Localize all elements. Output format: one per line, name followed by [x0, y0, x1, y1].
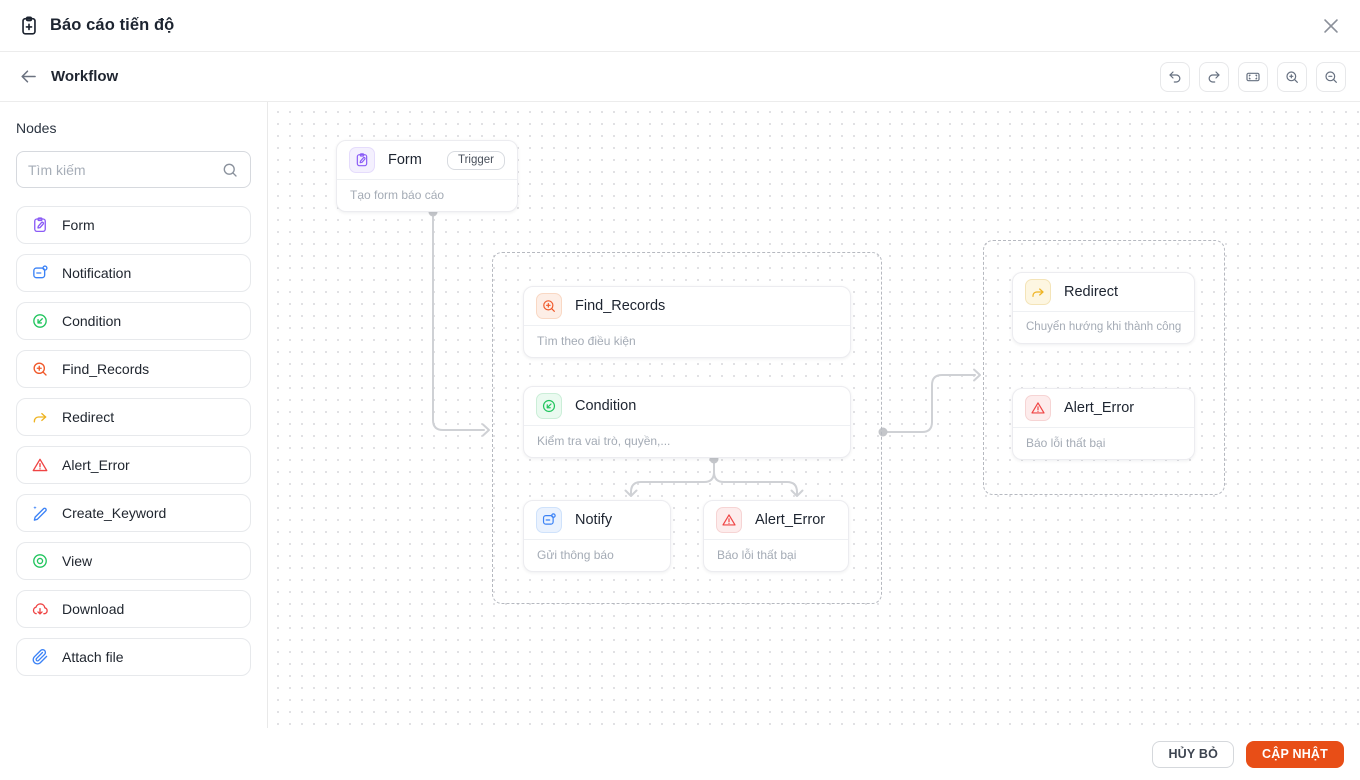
condition-icon [536, 393, 562, 419]
view-icon [31, 552, 49, 570]
find-records-icon [536, 293, 562, 319]
trigger-badge: Trigger [447, 150, 505, 170]
create-keyword-icon [31, 504, 49, 522]
node-find-records[interactable]: Find_Records Tìm theo điều kiện [523, 286, 851, 358]
zoom-in-icon [1284, 69, 1300, 85]
search-input[interactable] [28, 161, 221, 178]
notification-icon [31, 264, 49, 282]
alert-error-icon [31, 456, 49, 474]
redo-button[interactable] [1199, 61, 1229, 92]
undo-icon [1167, 69, 1183, 85]
sidebar-item-alert-error[interactable]: Alert_Error [16, 446, 251, 484]
cancel-button[interactable]: HỦY BỎ [1152, 740, 1235, 768]
fit-view-icon [1245, 69, 1261, 85]
fit-view-button[interactable] [1238, 61, 1268, 92]
page-title: Báo cáo tiến độ [50, 16, 175, 34]
close-icon[interactable] [1320, 15, 1342, 37]
sidebar-item-attach-file[interactable]: Attach file [16, 638, 251, 676]
alert-error-icon [716, 507, 742, 533]
node-alert-error-right[interactable]: Alert_Error Báo lỗi thất bại [1012, 388, 1195, 460]
sidebar-item-view[interactable]: View [16, 542, 251, 580]
notification-icon [536, 507, 562, 533]
header: Báo cáo tiến độ [0, 0, 1360, 52]
node-palette: Form Notification Condition Find_Records… [16, 206, 251, 676]
workflow-title: Workflow [51, 68, 119, 85]
node-form[interactable]: Form Trigger Tạo form báo cáo [336, 140, 518, 212]
workflow-canvas[interactable]: Form Trigger Tạo form báo cáo Find_Recor… [268, 102, 1360, 728]
sidebar-item-download[interactable]: Download [16, 590, 251, 628]
sidebar-item-redirect[interactable]: Redirect [16, 398, 251, 436]
attach-file-icon [31, 648, 49, 666]
canvas-controls [1160, 61, 1346, 92]
redirect-icon [1025, 279, 1051, 305]
back-arrow-icon[interactable] [18, 66, 39, 87]
download-icon [31, 600, 49, 618]
search-box [16, 151, 251, 188]
footer-actions: HỦY BỎ CẬP NHẬT [0, 728, 1360, 780]
zoom-out-button[interactable] [1316, 61, 1346, 92]
redirect-icon [31, 408, 49, 426]
zoom-out-icon [1323, 69, 1339, 85]
undo-button[interactable] [1160, 61, 1190, 92]
condition-icon [31, 312, 49, 330]
node-notify[interactable]: Notify Gửi thông báo [523, 500, 671, 572]
update-button[interactable]: CẬP NHẬT [1246, 740, 1344, 768]
nodes-sidebar: Nodes Form Notification Condition Find_R… [0, 102, 268, 728]
sidebar-item-notification[interactable]: Notification [16, 254, 251, 292]
node-condition[interactable]: Condition Kiểm tra vai trò, quyền,... [523, 386, 851, 458]
node-alert-error-mid[interactable]: Alert_Error Báo lỗi thất bại [703, 500, 849, 572]
zoom-in-button[interactable] [1277, 61, 1307, 92]
sidebar-item-condition[interactable]: Condition [16, 302, 251, 340]
result-group[interactable] [983, 240, 1225, 495]
form-icon [31, 216, 49, 234]
search-icon [221, 161, 239, 179]
form-icon [349, 147, 375, 173]
sidebar-item-find-records[interactable]: Find_Records [16, 350, 251, 388]
alert-error-icon [1025, 395, 1051, 421]
report-clipboard-icon [18, 15, 40, 37]
sidebar-item-create-keyword[interactable]: Create_Keyword [16, 494, 251, 532]
main-flow-group[interactable] [492, 252, 882, 604]
redo-icon [1206, 69, 1222, 85]
workflow-toolbar: Workflow [0, 52, 1360, 102]
node-redirect[interactable]: Redirect Chuyển hướng khi thành công [1012, 272, 1195, 344]
sidebar-title: Nodes [16, 120, 57, 136]
sidebar-item-form[interactable]: Form [16, 206, 251, 244]
find-records-icon [31, 360, 49, 378]
